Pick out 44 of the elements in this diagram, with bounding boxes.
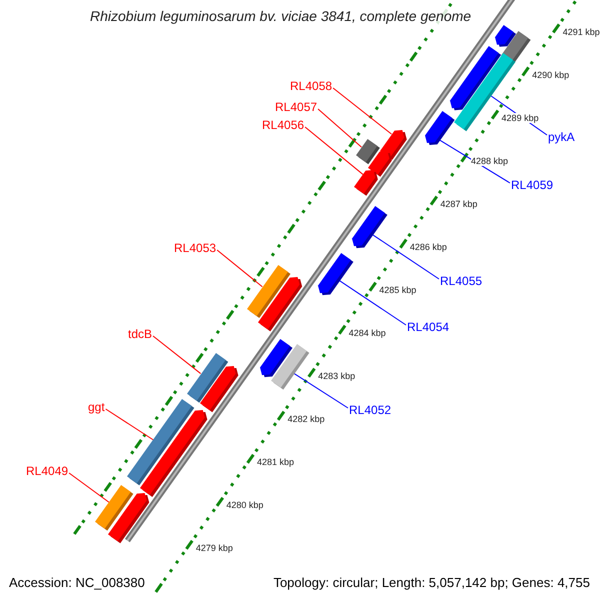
gene-feature [200,366,239,412]
gene-label: RL4057 [275,100,318,114]
scale-label: 4280 kbp [226,500,264,510]
gene-feature [258,276,302,332]
gene-label: pykA [548,130,575,144]
scale-label: 4282 kbp [288,414,325,424]
gene-label: RL4056 [262,118,304,132]
scale-label: 4281 kbp [256,457,294,468]
accession-note: Accession: NC_008380 [9,575,145,590]
gene-label: RL4058 [290,79,332,93]
scale-label: 4291 kbp [562,27,600,38]
gene-label: RL4049 [26,464,68,478]
map-title: Rhizobium leguminosarum bv. viciae 3841, complete genome [88,8,474,24]
scale-label: 4289 kbp [502,113,539,124]
scale-label: 4286 kbp [410,242,447,252]
scale-label: 4284 kbp [348,328,386,338]
gene-label: tdcB [128,327,152,341]
scale-label: 4288 kbp [470,156,508,166]
scale-label: 4279 kbp [196,543,233,554]
feature-bar [270,344,310,390]
gene-feature [108,492,149,543]
gene-feature [354,170,378,196]
gene-label: ggt [88,400,105,414]
gene-label: RL4059 [511,178,554,192]
leader-line [68,472,110,503]
scale-label: 4287 kbp [440,199,478,210]
scale-label: 4285 kbp [379,285,416,296]
gene-feature [140,410,208,497]
gene-label: RL4055 [440,274,482,288]
genome-summary: Topology: circular; Length: 5,057,142 bp; Genes: 4,755 [273,575,590,590]
leader-line [332,88,392,135]
leader-line [152,336,202,374]
scale-label: 4290 kbp [532,70,570,80]
gene-label: RL4054 [407,320,450,334]
scale-label: 4283 kbp [318,371,356,382]
leader-line [304,126,364,175]
gene-feature [352,206,388,248]
gene-feature [318,253,354,296]
gene-label: RL4053 [174,241,216,255]
leader-line [318,108,362,148]
gene-feature [425,110,455,144]
leader-line [105,408,154,440]
leader-line [216,250,263,288]
gene-label: RL4052 [349,403,392,417]
